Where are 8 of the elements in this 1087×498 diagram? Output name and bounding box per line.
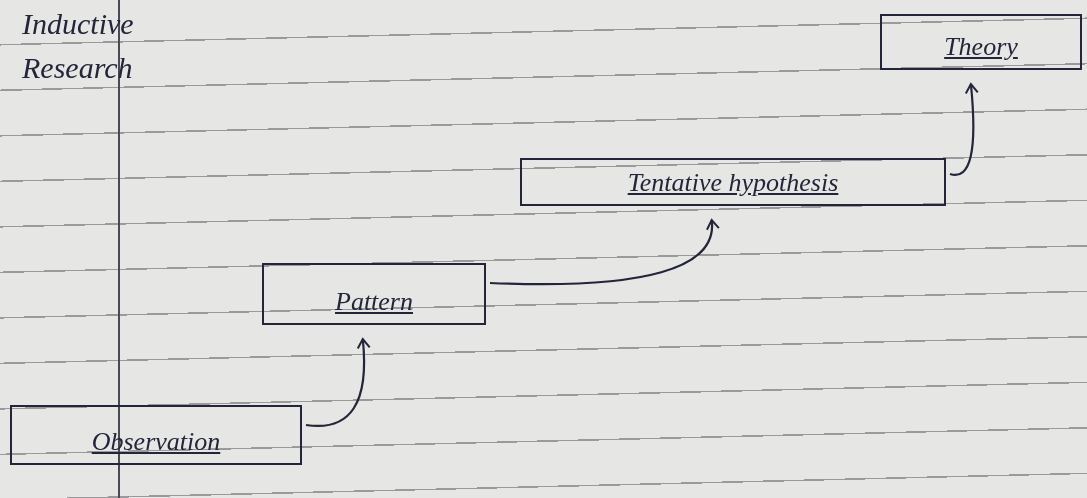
step-label: Theory xyxy=(944,32,1018,62)
curved-arrow xyxy=(305,338,371,427)
curved-arrow xyxy=(489,219,719,286)
step-box xyxy=(520,158,946,206)
step-label: Tentative hypothesis xyxy=(627,168,839,198)
step-label: Pattern xyxy=(335,287,413,317)
step-box xyxy=(262,263,486,325)
step-box xyxy=(880,14,1082,70)
